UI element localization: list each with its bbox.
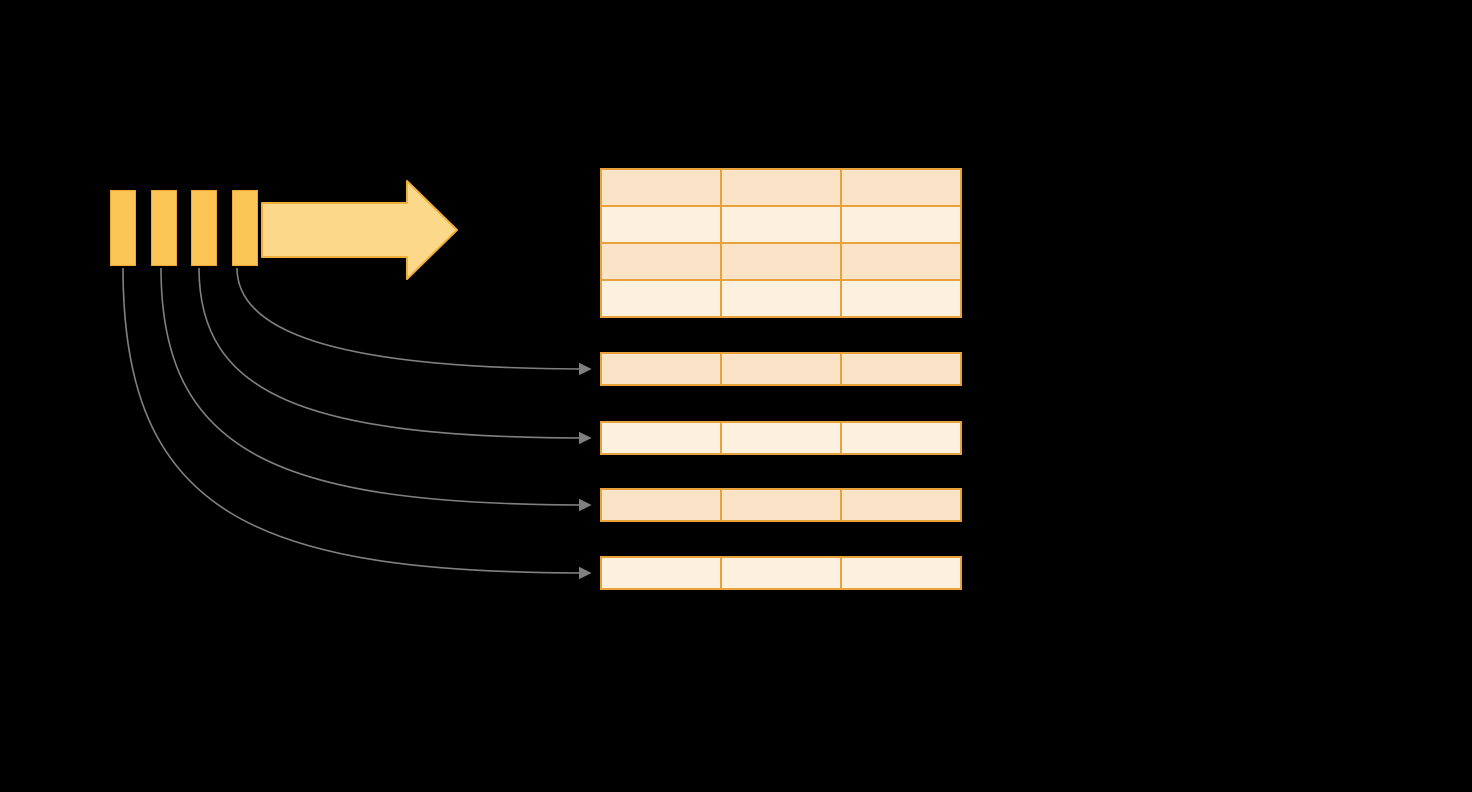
row-table (600, 352, 962, 386)
table-cell (722, 244, 840, 279)
segment-bar (231, 190, 258, 266)
flow-arrow-icon (261, 180, 458, 280)
table-cell (722, 354, 840, 384)
table-cell (842, 423, 960, 453)
table-cell (722, 423, 840, 453)
segment-bar (110, 190, 136, 266)
table-cell (602, 423, 720, 453)
segment-bar (191, 190, 218, 266)
table-cell (842, 490, 960, 520)
row-table (600, 556, 962, 590)
curved-connector (160, 267, 592, 512)
table-cell (602, 354, 720, 384)
curved-connector (236, 267, 592, 376)
table-cell (842, 170, 960, 205)
table-cell (722, 207, 840, 242)
table-cell (842, 207, 960, 242)
table-cell (602, 170, 720, 205)
table-cell (602, 244, 720, 279)
table-cell (602, 490, 720, 520)
segment-bar-group (110, 190, 258, 266)
curved-connector (122, 267, 592, 580)
table-cell (722, 170, 840, 205)
curved-connector (198, 267, 592, 445)
row-table (600, 421, 962, 455)
table-cell (842, 281, 960, 316)
table-cell (722, 281, 840, 316)
table-cell (602, 207, 720, 242)
table-cell (722, 490, 840, 520)
table-cell (842, 244, 960, 279)
table-cell (842, 354, 960, 384)
table-cell (842, 558, 960, 588)
main-table (600, 168, 962, 318)
segment-bar (150, 190, 177, 266)
table-cell (602, 558, 720, 588)
table-cell (602, 281, 720, 316)
table-cell (722, 558, 840, 588)
row-table (600, 488, 962, 522)
